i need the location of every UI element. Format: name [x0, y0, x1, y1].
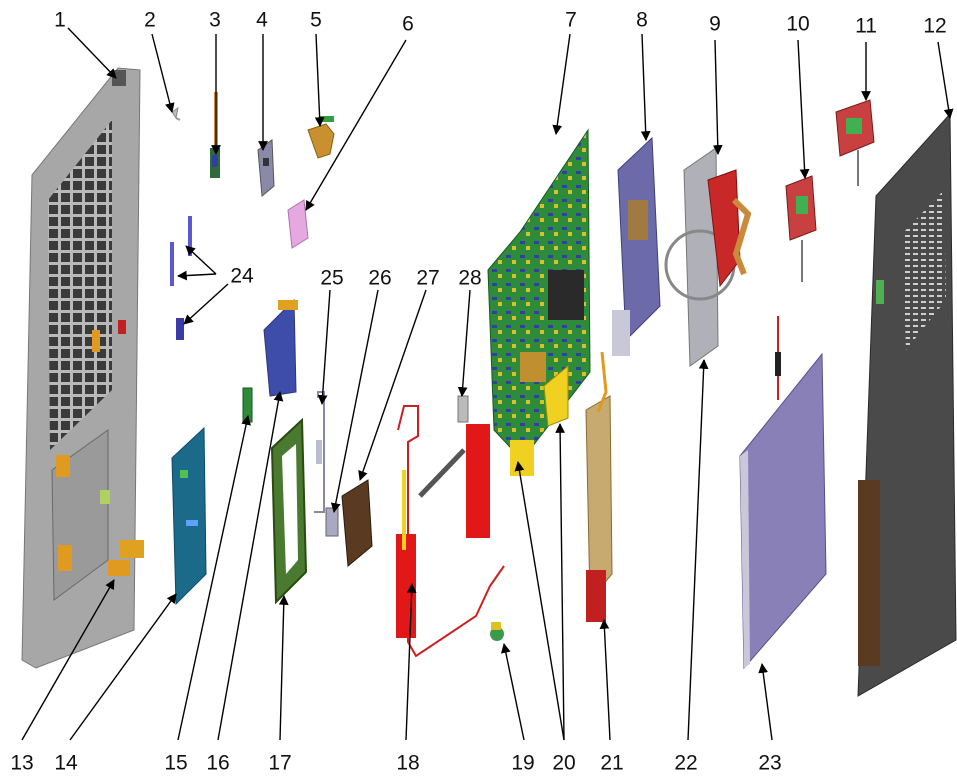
- callout-22: 22: [674, 751, 698, 775]
- callout-18: 18: [396, 751, 420, 775]
- callout-14: 14: [54, 751, 78, 775]
- part-23-battery: [739, 316, 827, 670]
- callout-25: 25: [320, 266, 344, 290]
- part-4-small-board: [257, 139, 275, 197]
- callout-24: 24: [230, 264, 254, 288]
- part-5-component: [307, 116, 335, 159]
- callout-9: 9: [709, 12, 721, 36]
- part-25-cable: [314, 391, 325, 513]
- part-24-screws: [170, 216, 192, 340]
- part-10-module: [785, 175, 817, 282]
- part-27-brown-board: [341, 479, 373, 567]
- part-2-clip: [171, 106, 181, 121]
- callout-2: 2: [144, 8, 156, 32]
- callout-1: 1: [54, 8, 66, 32]
- part-9-heat-pipe: [707, 169, 752, 288]
- part-26-connector: [325, 507, 339, 537]
- part-8-daughter-board: [612, 136, 661, 356]
- part-21-flex-cable: [585, 351, 613, 622]
- callout-19: 19: [511, 751, 535, 775]
- part-11-module: [835, 99, 875, 186]
- part-22-heatsink-plate: [664, 147, 736, 367]
- callout-21: 21: [600, 751, 624, 775]
- part-13-connectors: [108, 540, 144, 576]
- callout-27: 27: [416, 266, 440, 290]
- callout-26: 26: [368, 266, 392, 290]
- callout-11: 11: [855, 14, 877, 38]
- callout-8: 8: [636, 8, 648, 32]
- part-20-pads: [543, 364, 569, 427]
- part-12-bottom-base: [857, 112, 957, 697]
- part-1-top-cover: [21, 67, 141, 669]
- part-7-motherboard: [466, 128, 591, 538]
- callout-12: 12: [923, 14, 947, 38]
- callout-3: 3: [209, 8, 221, 32]
- part-17-frame: [270, 417, 308, 605]
- part-16-bracket: [263, 298, 298, 397]
- callout-17: 17: [268, 751, 292, 775]
- part-19-fan-connector: [490, 622, 504, 641]
- callout-4: 4: [256, 8, 268, 32]
- callout-7: 7: [565, 8, 577, 32]
- leader-lines: [21, 27, 954, 741]
- callout-15: 15: [164, 751, 188, 775]
- callout-16: 16: [206, 751, 230, 775]
- callout-13: 13: [10, 751, 34, 775]
- part-6-pink-module: [287, 199, 309, 249]
- callout-6: 6: [402, 12, 414, 36]
- part-3-cable: [210, 92, 220, 178]
- callout-10: 10: [786, 12, 810, 36]
- callout-28: 28: [458, 266, 482, 290]
- part-28-connector: [457, 395, 469, 423]
- callout-5: 5: [310, 8, 322, 32]
- part-14-io-board: [171, 426, 207, 606]
- callout-20: 20: [552, 751, 576, 775]
- callout-23: 23: [758, 751, 782, 775]
